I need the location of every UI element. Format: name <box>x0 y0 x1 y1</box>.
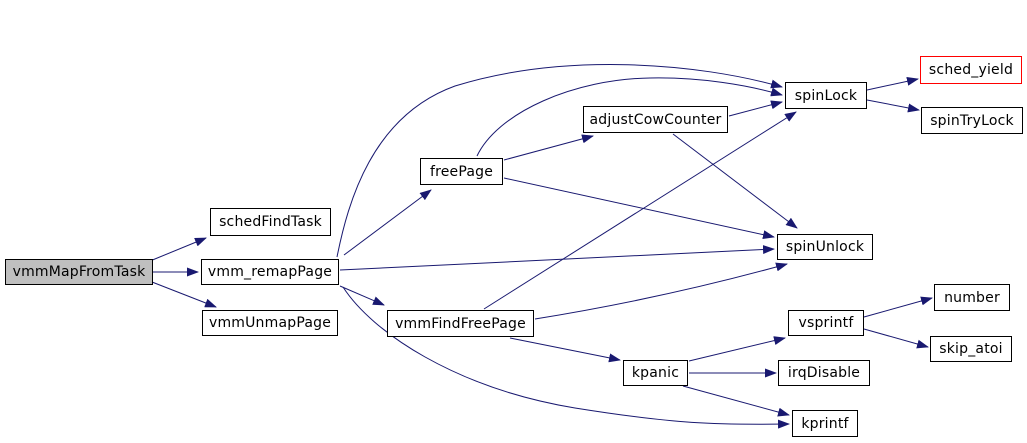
node-vsprintf[interactable]: vsprintf <box>788 310 864 336</box>
edge-adjustCowCounter-spinLock <box>728 100 783 117</box>
edge-vmmFindFreePage-spinUnlock <box>534 262 788 320</box>
edge-kpanic-kprintf <box>682 385 790 417</box>
edge-vmm_remapPage-spinLock <box>336 64 783 258</box>
node-spinLock[interactable]: spinLock <box>785 82 867 109</box>
node-spinUnlock[interactable]: spinUnlock <box>777 234 873 260</box>
edge-freePage-adjustCowCounter <box>503 134 594 161</box>
edge-kpanic-vsprintf <box>688 336 786 362</box>
node-vmmUnmapPage[interactable]: vmmUnmapPage <box>202 310 338 336</box>
node-vmmMapFromTask[interactable]: vmmMapFromTask <box>5 259 153 285</box>
edge-vsprintf-skip_atoi <box>863 328 929 349</box>
node-skip_atoi[interactable]: skip_atoi <box>930 336 1012 362</box>
edge-spinLock-sched_yield <box>866 76 919 91</box>
edge-freePage-spinLock <box>476 77 783 157</box>
node-number[interactable]: number <box>934 284 1010 311</box>
edge-vmm_remapPage-spinUnlock <box>339 245 775 271</box>
edge-spinLock-spinTryLock <box>866 99 920 113</box>
node-kprintf[interactable]: kprintf <box>792 410 858 437</box>
edge-freePage-spinUnlock <box>503 177 775 240</box>
edge-vmm_remapPage-vmmFindFreePage <box>339 285 385 306</box>
edge-vmm_remapPage-kprintf <box>342 286 790 429</box>
edge-vmmFindFreePage-kpanic <box>509 337 621 363</box>
node-vmmFindFreePage[interactable]: vmmFindFreePage <box>387 310 534 337</box>
node-schedFindTask[interactable]: schedFindTask <box>210 208 331 236</box>
node-irqDisable[interactable]: irqDisable <box>778 360 870 386</box>
edge-vmmFindFreePage-spinLock <box>483 111 797 310</box>
node-sched_yield[interactable]: sched_yield <box>920 56 1022 84</box>
node-vmm_remapPage[interactable]: vmm_remapPage <box>201 259 339 285</box>
node-kpanic[interactable]: kpanic <box>623 360 688 386</box>
edge-vsprintf-number <box>863 296 933 318</box>
edge-vmm_remapPage-freePage <box>343 189 432 256</box>
node-freePage[interactable]: freePage <box>420 158 503 185</box>
edge-vmmMapFromTask-vmmUnmapPage <box>151 281 217 308</box>
edge-adjustCowCounter-spinUnlock <box>672 133 798 229</box>
node-spinTryLock[interactable]: spinTryLock <box>921 107 1023 134</box>
node-adjustCowCounter[interactable]: adjustCowCounter <box>583 106 728 133</box>
edge-vmmMapFromTask-schedFindTask <box>149 237 207 262</box>
